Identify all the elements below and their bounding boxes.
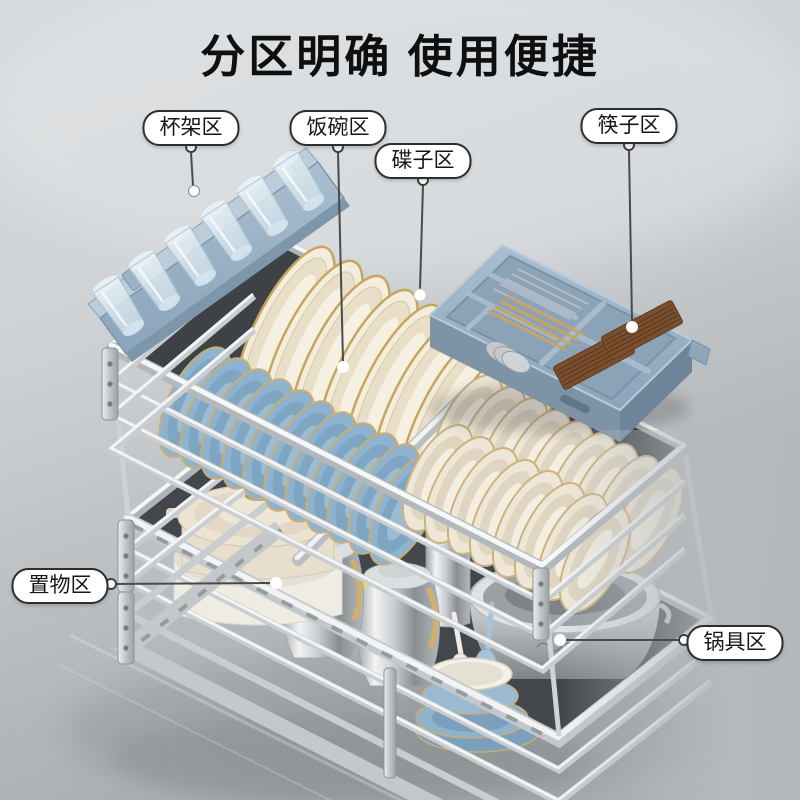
leader-plates <box>413 174 429 302</box>
callout-plates: 碟子区 <box>374 143 472 180</box>
callout-cup-rack: 杯架区 <box>142 110 240 147</box>
chopstick-bundle-2 <box>601 300 683 360</box>
leader-storage <box>105 577 282 590</box>
leader-lines <box>105 139 690 646</box>
cutlery-tray <box>428 243 711 442</box>
callout-storage: 置物区 <box>11 568 109 605</box>
cup-rack <box>87 145 350 362</box>
callout-chopsticks: 筷子区 <box>580 108 678 145</box>
callout-pots: 锅具区 <box>686 625 784 662</box>
leader-chopsticks <box>623 139 638 333</box>
lower-basket-frame <box>113 426 718 800</box>
wooden-utensils <box>487 294 585 352</box>
page-title: 分区明确 使用便捷 <box>200 31 600 82</box>
spoon-stack <box>485 340 531 374</box>
callout-rice-bowls: 饭碗区 <box>289 110 387 147</box>
depth-fade <box>560 430 800 800</box>
